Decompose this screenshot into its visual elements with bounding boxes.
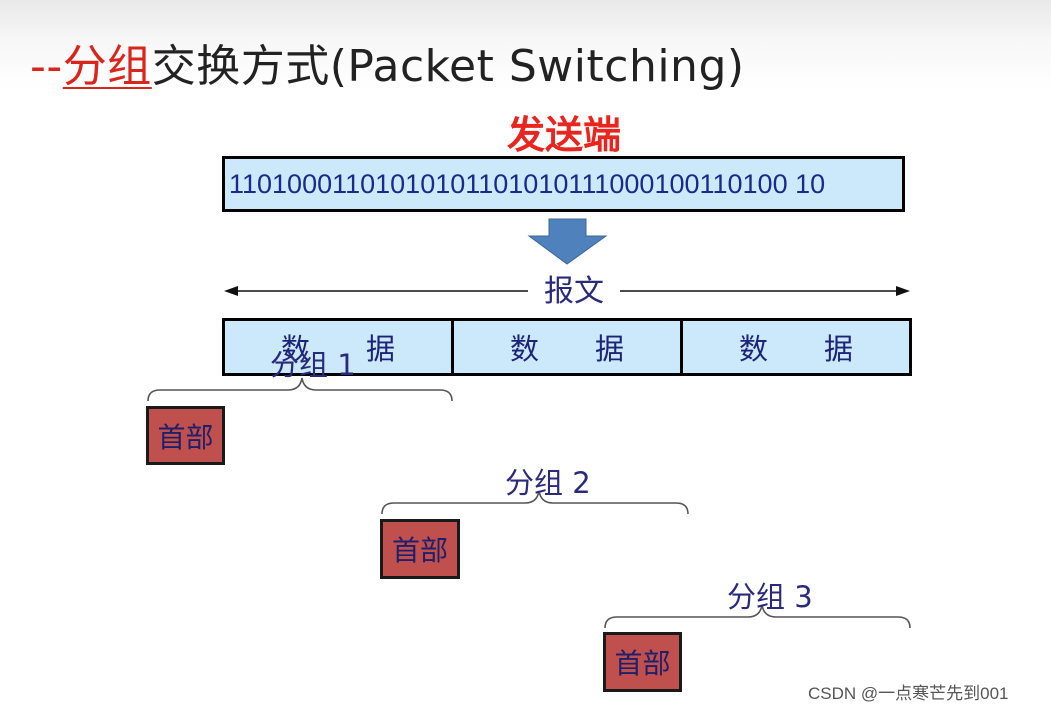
sender-label: 发送端 — [507, 113, 622, 157]
packet-1-header: 首部 — [146, 406, 225, 465]
data-char-right: 据 — [365, 332, 395, 366]
packet-2-label: 分组 2 — [505, 466, 591, 500]
title-rest: 交换方式(Packet Switching) — [151, 41, 745, 92]
message-label: 报文 — [528, 266, 620, 310]
packet-1-label: 分组 1 — [270, 348, 356, 382]
data-char-left: 数 — [738, 332, 768, 366]
slide-title: --分组交换方式(Packet Switching) — [30, 30, 745, 94]
down-arrow-icon — [527, 218, 608, 265]
packet-2-header: 首部 — [380, 519, 460, 579]
header-label: 首部 — [614, 647, 671, 680]
title-highlight: 分组 — [62, 41, 152, 92]
data-char-right: 据 — [823, 332, 853, 366]
data-char-left: 数 — [509, 332, 539, 366]
data-segment-2: 数 据 — [451, 321, 680, 373]
header-label: 首部 — [391, 534, 448, 567]
bitstream-text: 11010001101010101101010111000100110100 1… — [229, 168, 826, 199]
data-segment-1: 数 据 — [225, 321, 451, 373]
bitstream-box: 11010001101010101101010111000100110100 1… — [222, 156, 905, 212]
header-label: 首部 — [157, 420, 214, 454]
watermark: CSDN @一点寒芒先到001 — [808, 684, 1009, 703]
data-char-left: 数 — [280, 332, 310, 366]
data-segment-3: 数 据 — [680, 321, 909, 373]
packet-1-brace — [147, 377, 453, 402]
packet-3-header: 首部 — [603, 632, 682, 692]
data-char-right: 据 — [594, 332, 624, 366]
data-row: 数 据 数 据 数 据 — [222, 318, 912, 376]
packet-2-brace — [381, 490, 689, 515]
packet-3-label: 分组 3 — [727, 580, 813, 614]
packet-3-brace — [604, 604, 911, 629]
title-dashes: -- — [30, 41, 63, 92]
